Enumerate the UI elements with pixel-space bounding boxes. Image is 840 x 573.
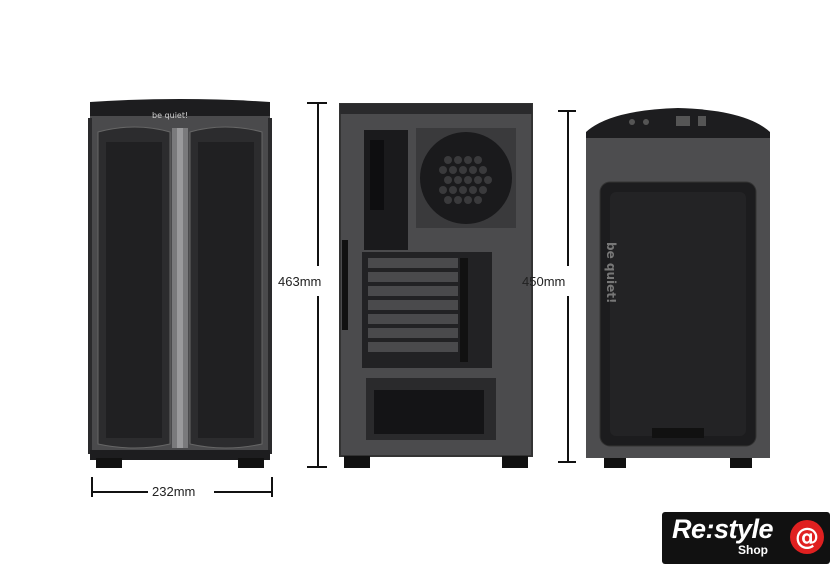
side-height-dimension-line bbox=[558, 110, 576, 463]
front-height-dimension-line bbox=[307, 102, 327, 468]
shop-logo-sub-text: Shop bbox=[738, 543, 768, 557]
case-side-illustration bbox=[586, 108, 770, 468]
width-dimension-line bbox=[91, 477, 273, 497]
shop-logo-at-icon: @ bbox=[790, 520, 824, 554]
width-label: 232mm bbox=[152, 484, 196, 499]
case-side-view: be quiet! bbox=[580, 102, 776, 470]
case-front-view: be quiet! bbox=[80, 98, 280, 470]
shop-logo: Re:style Shop @ bbox=[662, 512, 830, 564]
case-back-illustration bbox=[339, 103, 533, 468]
case-back-view bbox=[336, 100, 536, 470]
case-brand-front: be quiet! bbox=[152, 111, 189, 120]
case-front-illustration bbox=[88, 99, 272, 468]
side-height-label: 450mm bbox=[522, 274, 566, 289]
front-height-label: 463mm bbox=[278, 274, 322, 289]
shop-logo-main-text: Re:style bbox=[672, 514, 774, 544]
